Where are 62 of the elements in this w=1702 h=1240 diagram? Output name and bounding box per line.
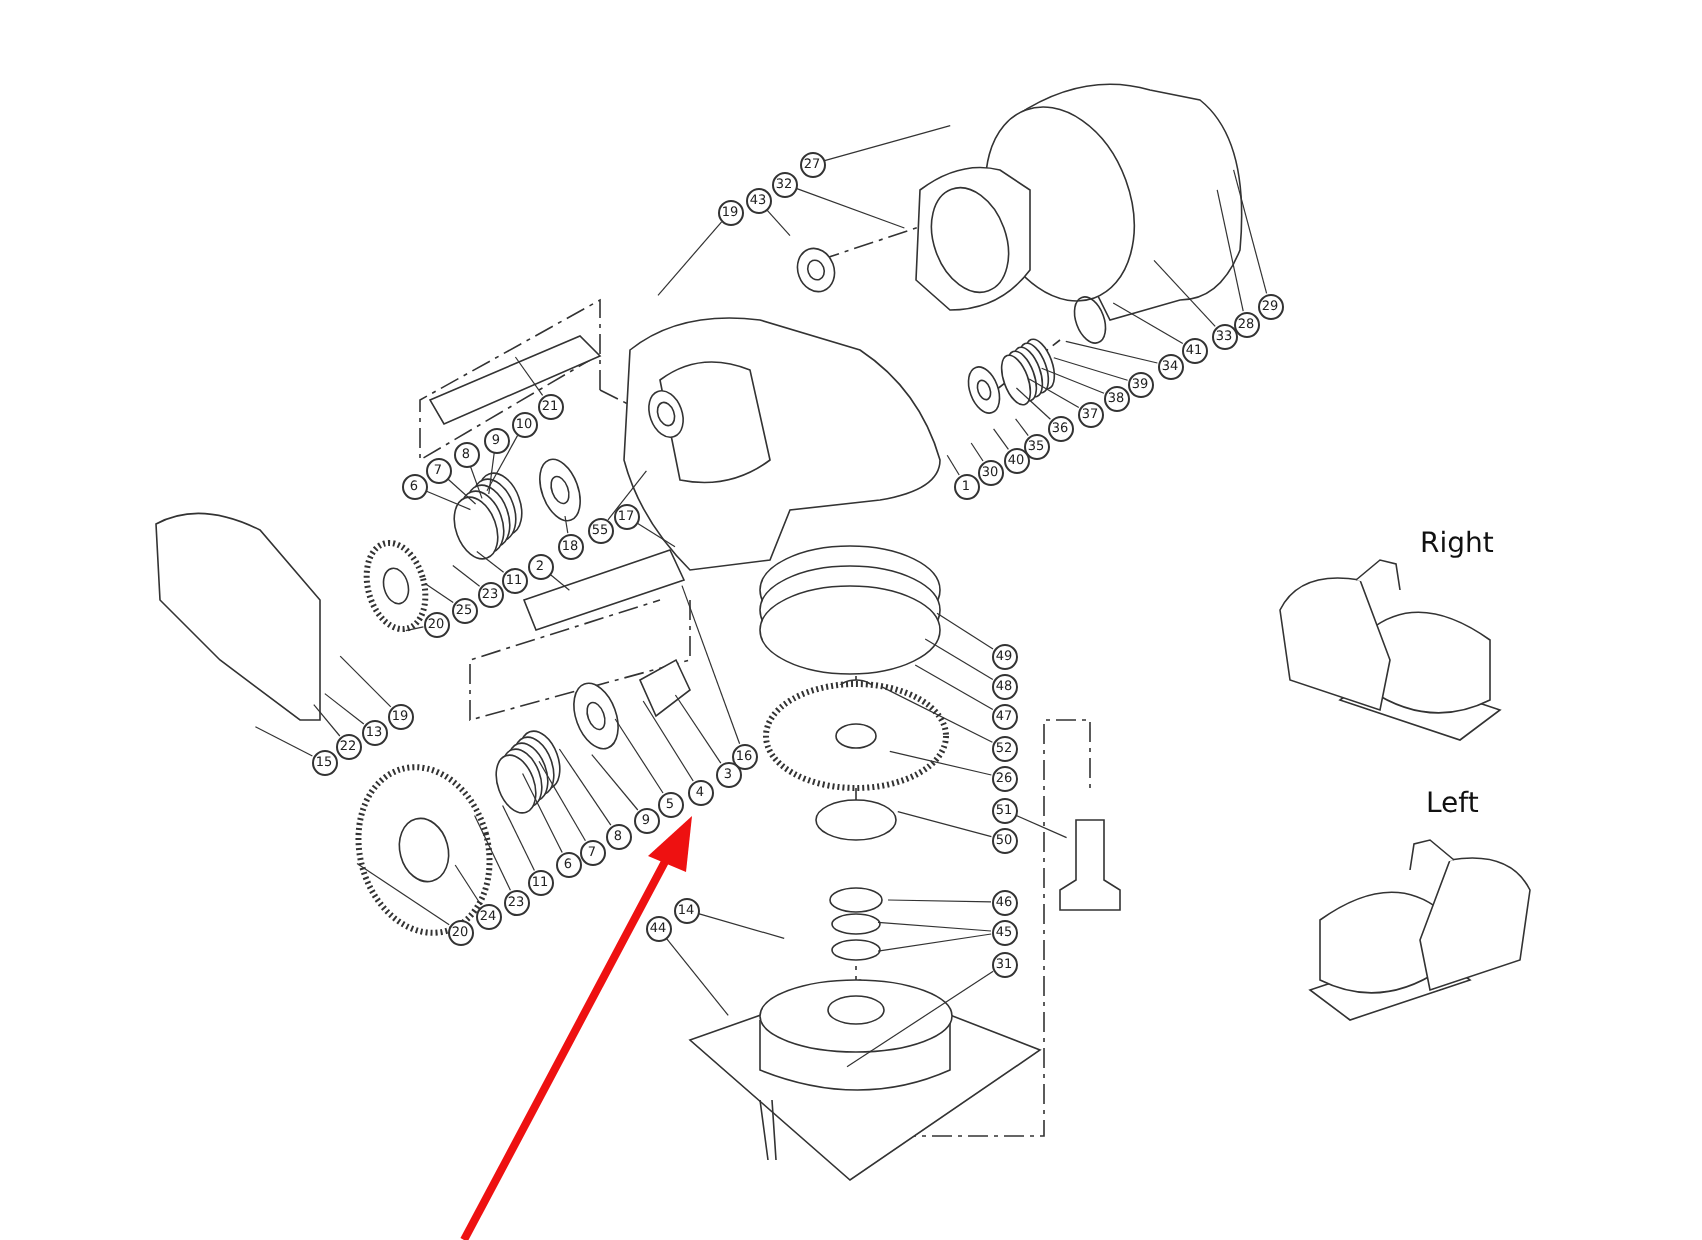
leader-line — [657, 221, 723, 296]
view-caption: Left — [1426, 788, 1479, 820]
leader-line — [795, 187, 905, 229]
leader-line — [924, 638, 994, 680]
leader-line — [564, 515, 569, 534]
leader-line — [514, 356, 544, 396]
leader-line — [424, 582, 454, 604]
leader-line — [486, 434, 519, 492]
leader-line — [1065, 340, 1158, 364]
leader-line — [502, 804, 535, 871]
leader-line — [1216, 189, 1244, 312]
leader-line — [614, 718, 664, 794]
leader-line — [254, 726, 313, 757]
leader-line — [522, 772, 563, 853]
leader-line — [1041, 367, 1105, 394]
leader-line — [970, 442, 984, 462]
leader-line — [324, 693, 365, 725]
view-caption: Right — [1420, 528, 1494, 560]
leader-line — [824, 125, 951, 162]
leader-line — [1153, 259, 1216, 327]
leader-line — [1015, 418, 1029, 437]
leader-line — [476, 551, 505, 573]
leader-line — [697, 913, 785, 939]
leader-line — [889, 750, 992, 776]
leader-line — [681, 585, 741, 745]
leader-line — [914, 664, 994, 711]
leader-line — [1028, 378, 1080, 409]
leader-line — [936, 612, 994, 650]
leader-line — [607, 470, 647, 521]
leader-line — [877, 933, 992, 952]
leader-line — [339, 655, 392, 708]
leader-line — [452, 565, 481, 587]
leader-line — [405, 626, 424, 632]
leader-line — [1112, 302, 1184, 344]
leader-line — [993, 428, 1009, 450]
leader-line — [846, 970, 994, 1068]
leader-line — [665, 937, 729, 1016]
leader-line — [887, 899, 992, 903]
leader-line — [488, 452, 495, 495]
leader-line — [897, 811, 992, 838]
leader-line — [454, 864, 482, 906]
leader-line — [877, 921, 992, 932]
leader-line — [538, 760, 586, 842]
leader-line — [880, 686, 993, 743]
leader-line — [469, 465, 483, 499]
leader-line — [636, 522, 676, 548]
leader-line — [558, 748, 612, 826]
leader-line — [425, 490, 471, 511]
leader-line — [591, 754, 639, 811]
leader-line — [642, 700, 694, 782]
leader-line — [356, 862, 450, 926]
leader-line — [766, 209, 791, 237]
leader-line — [674, 694, 722, 764]
leader-line — [1015, 387, 1051, 420]
leader-line — [549, 573, 570, 591]
leader-line — [1233, 169, 1268, 294]
leader-line — [1015, 814, 1068, 839]
leader-line — [447, 478, 477, 505]
leader-line — [313, 704, 341, 737]
leader-line — [474, 814, 511, 891]
leader-line — [1053, 357, 1129, 381]
leader-line — [946, 454, 960, 476]
